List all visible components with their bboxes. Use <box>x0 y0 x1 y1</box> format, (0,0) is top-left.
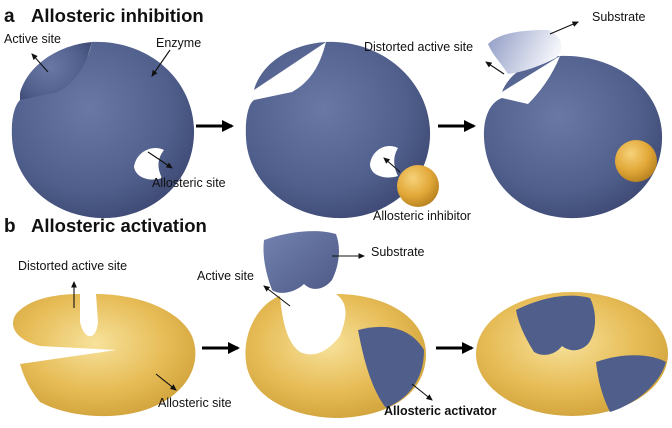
b1-distorted-active-site-label: Distorted active site <box>18 259 127 273</box>
b1-enzyme <box>13 294 196 417</box>
a3-bound-inhibitor <box>615 140 657 182</box>
b2-allosteric-activator-label: Allosteric activator <box>384 404 497 418</box>
a2-allosteric-inhibitor-label: Allosteric inhibitor <box>373 209 471 223</box>
panel-b-letter: b <box>4 216 16 237</box>
panel-a-title: Allosteric inhibition <box>31 5 204 26</box>
b3-bound-activator <box>596 355 666 412</box>
b2-substrate <box>263 231 339 293</box>
b3-enzyme <box>476 292 668 416</box>
a3-substrate-label: Substrate <box>592 10 646 24</box>
b2-activator-pointer <box>411 383 433 401</box>
b2-substrate-label: Substrate <box>371 245 425 259</box>
b1-allosteric-site-label: Allosteric site <box>158 396 232 410</box>
panel-b-title: Allosteric activation <box>31 215 207 236</box>
b3-bound-substrate <box>516 295 596 355</box>
b2-active-site-label: Active site <box>197 269 254 283</box>
a1-enzyme <box>11 41 195 219</box>
a3-substrate-fading <box>488 30 562 74</box>
a1-allosteric-site-label: Allosteric site <box>152 176 226 190</box>
b2-bound-activator <box>358 326 424 408</box>
a1-active-site-pointer <box>31 53 49 73</box>
b1-allosteric-site-pointer <box>155 373 177 391</box>
a1-enzyme-pointer <box>151 49 171 77</box>
panel-a-letter: a <box>4 6 15 27</box>
a2-inhibitor-pointer <box>383 157 401 173</box>
a2-inhibitor-ball <box>397 165 439 207</box>
a1-active-site-label: Active site <box>4 32 61 46</box>
a3-distorted-active-site-pointer <box>485 61 505 75</box>
b2-active-site-pointer <box>263 285 291 307</box>
a3-enzyme <box>483 55 663 219</box>
b2-enzyme <box>245 294 426 418</box>
a3-substrate-pointer <box>549 21 579 35</box>
a1-allosteric-site-pointer <box>147 151 173 169</box>
a3-distorted-active-site-label: Distorted active site <box>364 40 473 54</box>
a1-enzyme-label: Enzyme <box>156 36 201 50</box>
